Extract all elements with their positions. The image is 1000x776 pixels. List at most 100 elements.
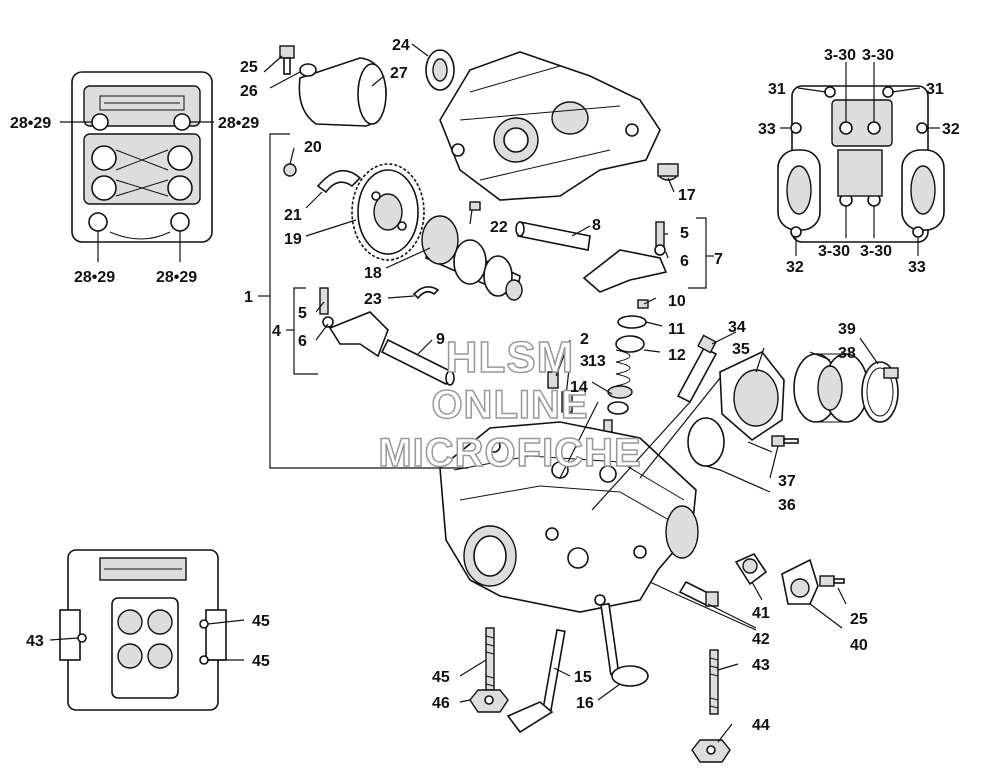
camshaft-housing <box>439 51 661 201</box>
callout-28-29-bl: 28•29 <box>74 269 115 286</box>
rocker-shaft-exhaust <box>515 221 591 251</box>
watermark-line-3: MICROFICHE <box>378 431 641 475</box>
watermark: HLSM ONLINE MICROFICHE <box>378 332 642 476</box>
callout-23: 23 <box>364 291 382 308</box>
callout-7: 7 <box>714 251 723 268</box>
callout-3-30-br: 3-30 <box>860 243 892 260</box>
callout-12: 12 <box>668 347 686 364</box>
inset-head-top-callouts <box>60 121 214 262</box>
callout-31-left: 31 <box>768 81 786 98</box>
cover-bolt <box>279 45 317 77</box>
inset-head-bolt-view <box>777 85 945 243</box>
o-ring <box>687 417 725 467</box>
oil-seal <box>425 49 455 91</box>
sprocket-plate <box>283 163 362 194</box>
callout-5-upper: 5 <box>680 225 689 242</box>
callout-20: 20 <box>304 139 322 156</box>
cam-sprocket <box>351 163 425 261</box>
callout-6-lower: 6 <box>298 333 307 350</box>
adapter-screw <box>771 435 799 447</box>
callout-38: 38 <box>838 345 856 362</box>
callout-26: 26 <box>240 83 258 100</box>
callout-45-inset-upper: 45 <box>252 613 270 630</box>
callout-3-30-tl: 3-30 <box>824 47 856 64</box>
callout-24: 24 <box>392 37 410 54</box>
callout-19: 19 <box>284 231 302 248</box>
callout-32-left: 32 <box>786 259 804 276</box>
callout-39: 39 <box>838 321 856 338</box>
callout-46: 46 <box>432 695 450 712</box>
retaining-clip <box>412 286 440 300</box>
watermark-line-2: ONLINE <box>431 383 588 427</box>
spark-plug <box>676 334 718 404</box>
cylinder-head <box>439 421 699 613</box>
callout-17: 17 <box>678 187 696 204</box>
callout-25-lower: 25 <box>850 611 868 628</box>
callout-10: 10 <box>668 293 686 310</box>
callout-3: 3 <box>580 353 589 370</box>
callout-34: 34 <box>728 319 746 336</box>
callout-9: 9 <box>436 331 445 348</box>
callout-35: 35 <box>732 341 750 358</box>
callout-36: 36 <box>778 497 796 514</box>
nut-left <box>469 689 509 713</box>
inset-head-bottom-callouts <box>49 619 245 661</box>
callout-28-29-tl: 28•29 <box>10 115 51 132</box>
inset-head-bolt-callouts <box>780 62 940 256</box>
intake-boot <box>793 353 869 423</box>
callout-43-inset: 43 <box>26 633 44 650</box>
nut-right <box>691 739 731 763</box>
callout-42: 42 <box>752 631 770 648</box>
inset-head-top-view <box>71 71 213 243</box>
callout-15: 15 <box>574 669 592 686</box>
rocker-arm-intake <box>319 287 389 358</box>
camshaft <box>421 215 523 301</box>
callout-5-lower: 5 <box>298 305 307 322</box>
leader-lines <box>258 43 879 743</box>
callout-31-right: 31 <box>926 81 944 98</box>
rocker-arm-exhaust <box>582 221 668 309</box>
callout-16: 16 <box>576 695 594 712</box>
callout-40: 40 <box>850 637 868 654</box>
cam-cover <box>298 57 387 127</box>
intake-valve <box>600 602 649 687</box>
callout-33-left: 33 <box>758 121 776 138</box>
thermostat-housing <box>781 558 845 605</box>
callout-2: 2 <box>580 331 589 348</box>
callout-22: 22 <box>490 219 508 236</box>
callout-3-30-tr: 3-30 <box>862 47 894 64</box>
callout-21: 21 <box>284 207 302 224</box>
callout-11: 11 <box>668 321 685 338</box>
plug <box>657 163 679 181</box>
callout-33-right: 33 <box>908 259 926 276</box>
exhaust-valve <box>506 628 566 734</box>
intake-adapter <box>719 351 785 442</box>
callout-37: 37 <box>778 473 796 490</box>
rocker-shaft-intake <box>380 338 455 386</box>
callout-45-main: 45 <box>432 669 450 686</box>
coolant-sensor <box>678 580 719 608</box>
valve-spring-assembly <box>547 315 647 433</box>
callout-28-29-br: 28•29 <box>156 269 197 286</box>
temperature-sensor <box>734 552 768 586</box>
callout-3-30-bl: 3-30 <box>818 243 850 260</box>
callout-18: 18 <box>364 265 382 282</box>
callout-8: 8 <box>592 217 601 234</box>
stud-left <box>485 627 495 691</box>
callout-25: 25 <box>240 59 258 76</box>
callout-1: 1 <box>244 289 253 306</box>
callout-14: 14 <box>570 379 588 396</box>
callout-41: 41 <box>752 605 770 622</box>
callout-27: 27 <box>390 65 408 82</box>
callout-labels: 25 26 27 24 17 20 21 19 22 18 23 8 5 6 7… <box>10 37 960 734</box>
callout-28-29-tr: 28•29 <box>218 115 259 132</box>
watermark-line-1: HLSM <box>446 333 575 382</box>
callout-6-upper: 6 <box>680 253 689 270</box>
pin <box>469 201 481 211</box>
callout-4: 4 <box>272 323 281 340</box>
callout-32-right: 32 <box>942 121 960 138</box>
stud-right <box>709 649 719 715</box>
inset-head-bottom-view <box>59 549 227 711</box>
